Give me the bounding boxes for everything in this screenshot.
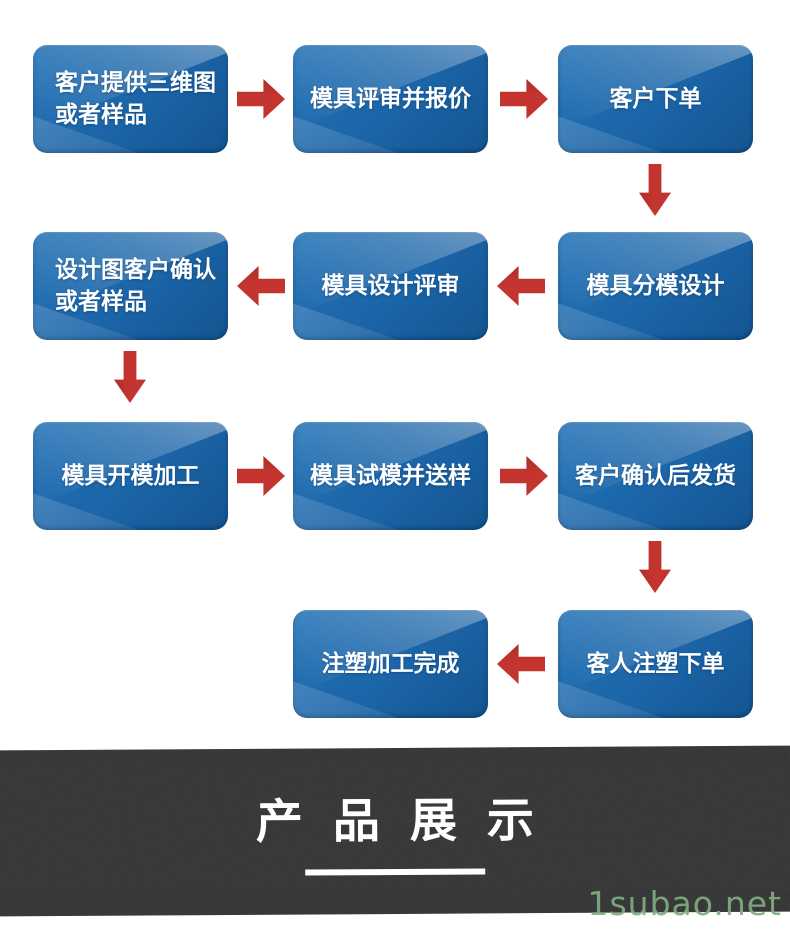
flow-node-label: 客户下单 — [609, 85, 702, 112]
flow-node-injection-complete: 注塑加工完成 — [293, 610, 488, 718]
arrow-left-icon — [237, 266, 285, 306]
flow-node-mold-review-and-quote: 模具评审并报价 — [293, 45, 488, 153]
flow-node-label: 客户提供三维图 或者样品 — [55, 69, 216, 128]
arrow-down-icon — [639, 541, 671, 593]
arrow-right-icon — [500, 456, 548, 496]
arrow-down-icon — [114, 351, 146, 403]
section-title: 产品展示 — [255, 792, 565, 850]
flow-node-label: 客人注塑下单 — [586, 650, 725, 677]
title-underline-bar — [305, 867, 486, 876]
watermark: 1subao.net — [587, 884, 782, 923]
arrow-left-icon — [497, 266, 545, 306]
arrow-left-icon — [497, 644, 545, 684]
flow-node-mold-parting-design: 模具分模设计 — [558, 232, 753, 340]
flow-node-customer-provides-3d-or-sample: 客户提供三维图 或者样品 — [33, 45, 228, 153]
arrow-down-icon — [639, 164, 671, 216]
flow-node-label: 模具分模设计 — [586, 272, 725, 299]
flow-node-label: 模具试模并送样 — [310, 462, 471, 489]
flow-node-mold-machining: 模具开模加工 — [33, 422, 228, 530]
flow-node-injection-order: 客人注塑下单 — [558, 610, 753, 718]
flow-node-mold-trial-and-sample: 模具试模并送样 — [293, 422, 488, 530]
flow-node-label: 模具设计评审 — [321, 272, 460, 299]
flow-node-label: 注塑加工完成 — [321, 650, 460, 677]
section-banner: 产品展示 — [0, 745, 790, 917]
flow-node-customer-places-order: 客户下单 — [558, 45, 753, 153]
flow-node-label: 客户确认后发货 — [575, 462, 736, 489]
flow-node-design-customer-confirm: 设计图客户确认 或者样品 — [33, 232, 228, 340]
arrow-right-icon — [237, 79, 285, 119]
arrow-right-icon — [237, 456, 285, 496]
flow-node-mold-design-review: 模具设计评审 — [293, 232, 488, 340]
noise-texture — [0, 745, 790, 917]
flow-node-label: 设计图客户确认 或者样品 — [55, 256, 216, 315]
flow-node-ship-after-confirmation: 客户确认后发货 — [558, 422, 753, 530]
flow-node-label: 模具评审并报价 — [310, 85, 471, 112]
flow-node-label: 模具开模加工 — [61, 462, 200, 489]
arrow-right-icon — [500, 79, 548, 119]
